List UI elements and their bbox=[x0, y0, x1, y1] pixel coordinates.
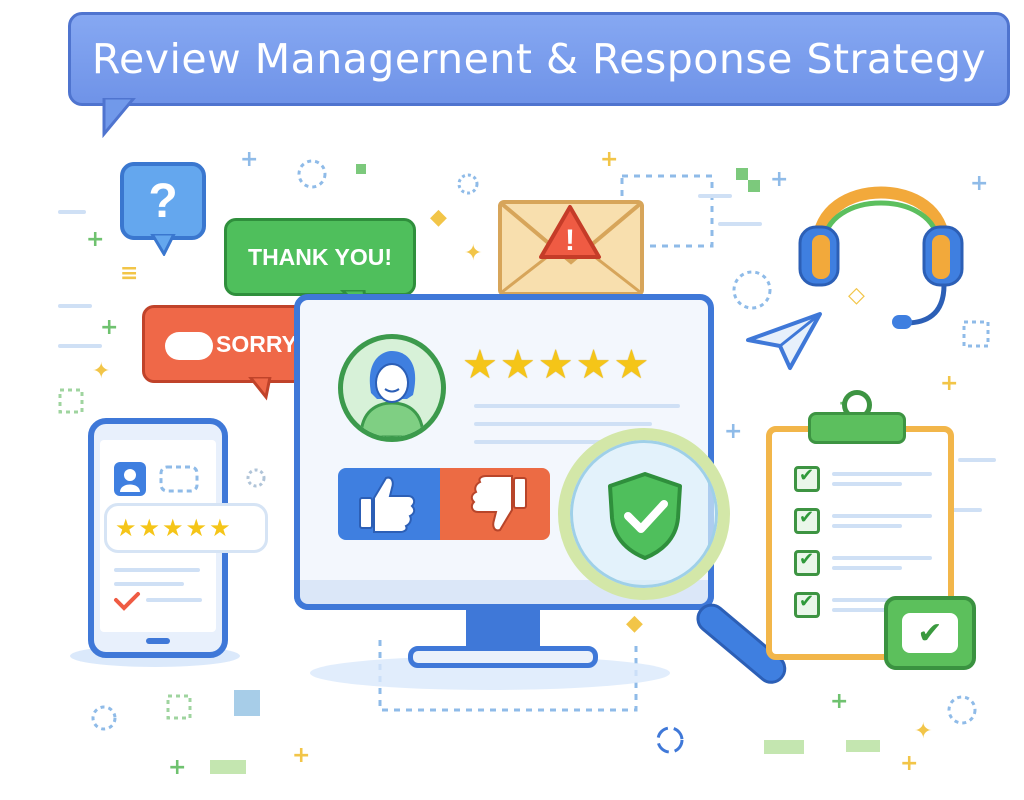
svg-text:+: + bbox=[940, 371, 958, 396]
svg-text:+: + bbox=[168, 755, 186, 780]
svg-text:◆: ◆ bbox=[626, 611, 643, 636]
star-icon: ★ bbox=[162, 514, 184, 542]
page-title: Review Managernent & Response Strategy bbox=[91, 35, 987, 83]
svg-text:+: + bbox=[292, 743, 310, 768]
star-icon: ★ bbox=[499, 342, 536, 388]
svg-text:+: + bbox=[830, 689, 848, 714]
checklist-line bbox=[832, 556, 932, 560]
svg-text:+: + bbox=[970, 171, 988, 196]
svg-text:+: + bbox=[770, 167, 788, 192]
svg-text:+: + bbox=[900, 751, 918, 776]
checkbox-checked-icon bbox=[794, 591, 820, 618]
star-icon: ★ bbox=[537, 342, 574, 388]
thumbs-down-icon bbox=[470, 475, 527, 532]
phone-review-rating: ★★★★★ bbox=[104, 503, 268, 553]
svg-text:✦: ✦ bbox=[92, 359, 110, 384]
headset-icon bbox=[798, 186, 964, 329]
phone-home-button bbox=[146, 638, 170, 644]
phone-placeholder-icon bbox=[159, 465, 199, 493]
question-mark: ? bbox=[148, 174, 178, 228]
checkmark-icon: ✔ bbox=[902, 613, 958, 653]
svg-text:◇: ◇ bbox=[848, 283, 865, 308]
sorry-label: SORRY bbox=[216, 330, 297, 357]
star-icon: ★ bbox=[185, 514, 208, 542]
question-bubble-icon: ? bbox=[120, 162, 206, 240]
svg-text:+: + bbox=[86, 227, 104, 252]
star-icon: ★ bbox=[462, 342, 498, 388]
review-text-line bbox=[474, 440, 624, 444]
monitor-stand bbox=[466, 610, 540, 650]
svg-text:◆: ◆ bbox=[430, 205, 447, 230]
checklist-line bbox=[832, 514, 932, 518]
alert-mark: ! bbox=[565, 224, 575, 257]
svg-text:✦: ✦ bbox=[464, 241, 482, 266]
star-icon: ★ bbox=[209, 514, 231, 542]
svg-text:+: + bbox=[724, 419, 742, 444]
star-icon: ★ bbox=[575, 342, 612, 388]
phone-text-line bbox=[114, 568, 200, 572]
alert-icon: ! bbox=[539, 205, 601, 259]
phone-check-icon bbox=[114, 592, 140, 611]
thumbs-up-button[interactable] bbox=[338, 468, 440, 540]
review-text-line bbox=[474, 404, 680, 408]
checklist-line bbox=[832, 482, 902, 486]
toggle-pill-icon bbox=[165, 332, 213, 360]
clipboard-clip bbox=[808, 412, 906, 444]
phone-avatar-icon bbox=[114, 462, 146, 496]
title-banner: Review Managernent & Response Strategy bbox=[68, 12, 1010, 106]
thank-you-label: THANK YOU! bbox=[248, 243, 392, 270]
banner-tail-icon bbox=[102, 98, 136, 138]
checklist-line bbox=[832, 524, 902, 528]
star-icon: ★ bbox=[115, 514, 137, 542]
checklist-line bbox=[832, 598, 932, 602]
checkbox-checked-icon bbox=[794, 465, 820, 492]
question-bubble-tail bbox=[150, 234, 176, 256]
shield-check-icon bbox=[608, 472, 682, 560]
svg-text:≡: ≡ bbox=[120, 261, 138, 286]
thumbs-down-button[interactable] bbox=[440, 468, 550, 540]
svg-text:+: + bbox=[240, 147, 258, 172]
svg-text:+: + bbox=[600, 147, 618, 172]
checklist-line bbox=[832, 472, 932, 476]
phone-text-line bbox=[114, 582, 184, 586]
star-icon: ★ bbox=[138, 514, 161, 542]
checkbox-checked-icon bbox=[794, 507, 820, 534]
thank-you-bubble-icon: THANK YOU! bbox=[224, 218, 416, 296]
sorry-bubble-tail bbox=[248, 377, 272, 401]
paper-plane-icon bbox=[746, 312, 822, 370]
review-text-line bbox=[474, 422, 652, 426]
phone-text-line bbox=[146, 598, 202, 602]
review-rating: ★★★★★ bbox=[462, 345, 649, 385]
svg-text:+: + bbox=[100, 315, 118, 340]
checklist-line bbox=[832, 608, 902, 612]
monitor-base bbox=[408, 646, 598, 668]
sorry-bubble-icon: SORRY bbox=[142, 305, 314, 383]
checklist-line bbox=[832, 566, 902, 570]
thumbs-up-icon bbox=[359, 476, 416, 533]
user-avatar-icon bbox=[338, 334, 446, 442]
checkbox-checked-icon bbox=[794, 549, 820, 576]
decorative-background: + + + + + + + + + + + + + ✦ ◆ ◇ ✦ ◆ ✦ ≡ bbox=[58, 147, 996, 780]
approved-badge: ✔ bbox=[884, 596, 976, 670]
svg-text:✦: ✦ bbox=[914, 719, 932, 744]
star-icon: ★ bbox=[613, 342, 650, 388]
